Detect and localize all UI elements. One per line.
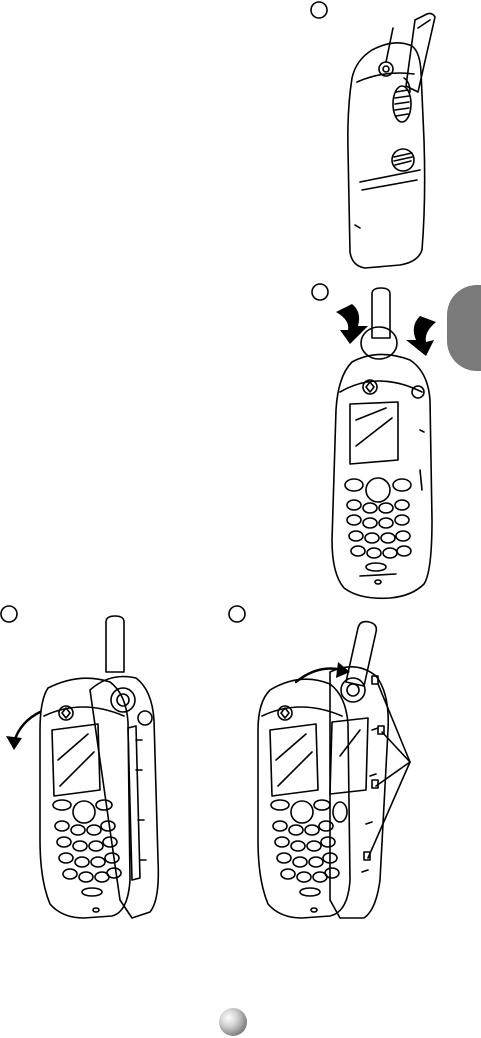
keypad xyxy=(347,500,411,571)
rotate-arrow-left xyxy=(336,304,368,344)
antenna xyxy=(106,616,124,672)
step-4-marker xyxy=(229,606,245,622)
step-2 xyxy=(312,284,436,598)
step-2-marker xyxy=(312,284,328,300)
page-marker-orb xyxy=(219,1008,247,1036)
step-1-marker xyxy=(311,2,327,18)
step-4 xyxy=(229,606,410,918)
step-1 xyxy=(311,2,435,268)
step-3 xyxy=(1,606,158,918)
screw-pointer xyxy=(386,28,393,62)
antenna xyxy=(372,288,390,338)
phone-front-body xyxy=(332,354,432,598)
antenna xyxy=(406,13,435,92)
rotate-arrow-right xyxy=(406,316,436,356)
keypad xyxy=(273,821,339,896)
step-3-marker xyxy=(1,606,17,622)
